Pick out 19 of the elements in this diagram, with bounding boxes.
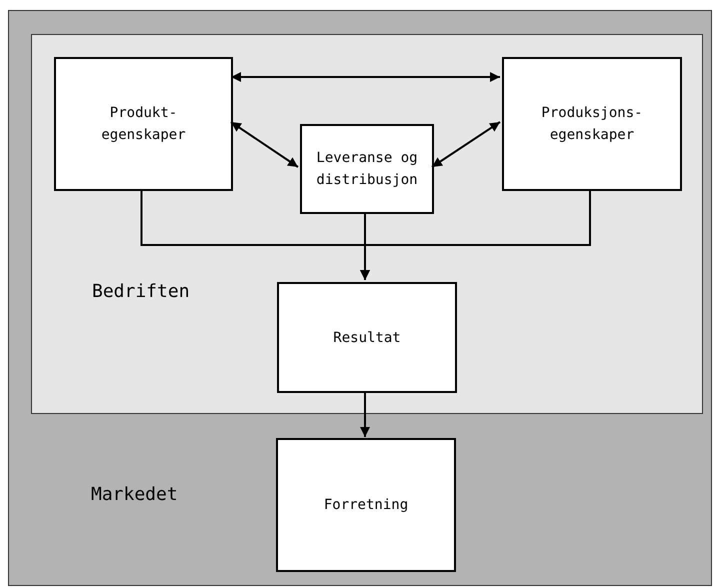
region-panel xyxy=(8,10,712,586)
process-box xyxy=(276,438,456,572)
arrow xyxy=(360,391,370,437)
box-label: Forretning xyxy=(322,496,410,515)
region-panel xyxy=(31,34,703,414)
arrow xyxy=(231,72,500,82)
process-box xyxy=(300,124,434,214)
box-label: Leveranse og distribusjon xyxy=(315,149,419,190)
process-box xyxy=(54,57,233,191)
region-label: Markedet xyxy=(91,483,178,507)
process-box xyxy=(277,282,457,393)
process-box xyxy=(502,57,682,191)
region-label: Bedriften xyxy=(92,280,190,304)
box-label: Produkt- egenskaper xyxy=(100,104,187,145)
arrow xyxy=(431,121,501,168)
box-label: Resultat xyxy=(332,328,402,348)
arrow xyxy=(360,189,591,280)
box-label: Produksjons- egenskaper xyxy=(540,104,644,145)
arrow xyxy=(230,121,299,168)
